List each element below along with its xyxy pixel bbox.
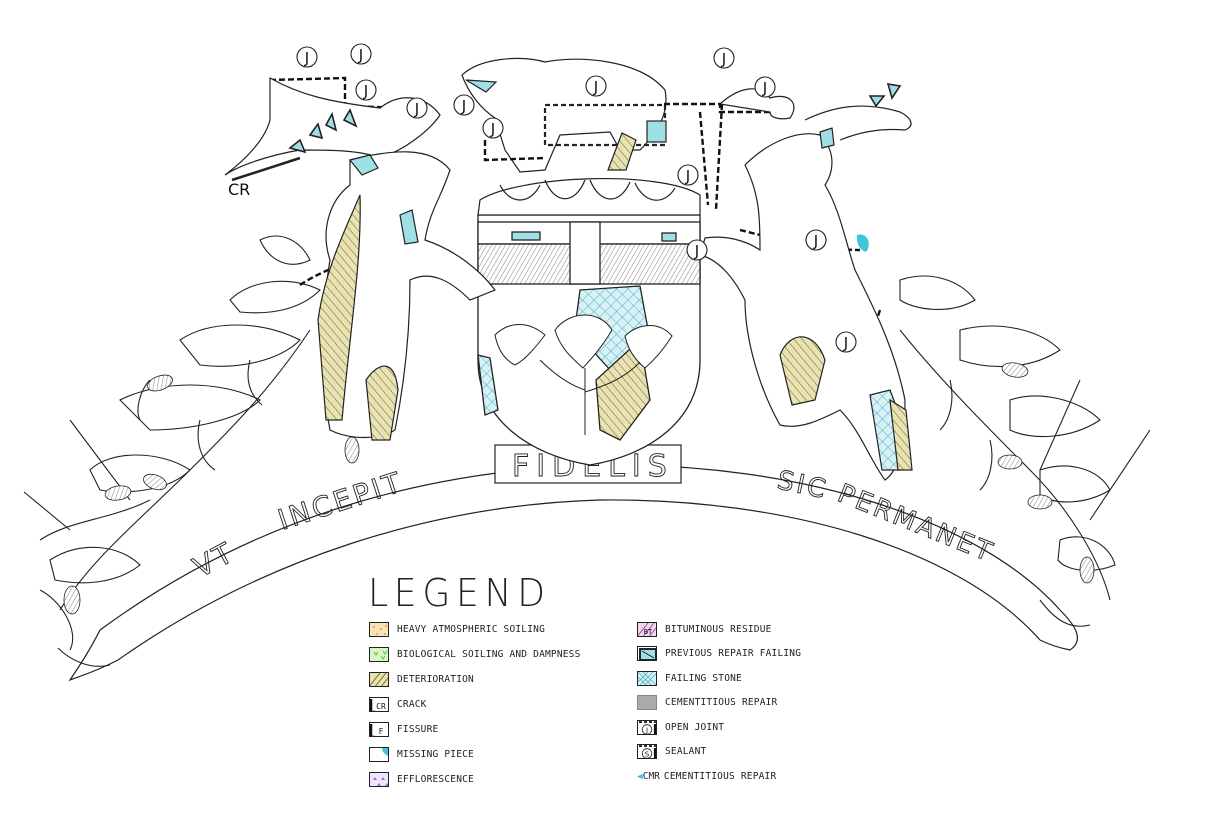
svg-text:J: J — [461, 97, 466, 115]
svg-text:CR: CR — [376, 702, 386, 711]
joint-marker: J — [805, 229, 827, 251]
joint-marker: J — [296, 46, 318, 68]
foliage-right — [899, 275, 1151, 627]
legend-swatch-bituminous-residue-icon: BT — [637, 621, 657, 637]
svg-text:BT: BT — [644, 628, 653, 636]
legend-item-heavy-atmospheric-soiling: HEAVY ATMOSPHERIC SOILING — [369, 620, 545, 638]
legend-item-efflorescence: EFFLORESCENCE — [369, 770, 474, 788]
legend-label: CEMENTITIOUS REPAIR — [665, 697, 778, 708]
legend-item-bituminous-residue: BT BITUMINOUS RESIDUE — [637, 620, 772, 638]
svg-text:J: J — [843, 334, 848, 352]
cmr-marker-icon: ◀CMR — [637, 770, 660, 782]
motto-sic: SIC — [775, 466, 831, 506]
legend-item-open-joint: J OPEN JOINT — [637, 718, 724, 736]
legend-swatch-missing-piece-icon — [369, 746, 389, 762]
joint-marker: J — [406, 97, 428, 119]
svg-text:J: J — [813, 232, 818, 250]
pine-cones — [63, 362, 1095, 615]
stag-right — [699, 83, 913, 481]
legend-label: CRACK — [397, 698, 427, 710]
svg-text:J: J — [490, 120, 495, 138]
legend-swatch-open-joint-icon: J — [637, 719, 657, 735]
svg-text:J: J — [593, 78, 598, 96]
svg-text:J: J — [685, 167, 690, 185]
legend-label: FAILING STONE — [665, 672, 742, 684]
joint-marker: J — [686, 239, 708, 261]
legend-label: PREVIOUS REPAIR FAILING — [665, 648, 802, 659]
svg-text:J: J — [414, 100, 419, 118]
legend-swatch-previous-repair-failing-icon — [637, 646, 657, 661]
stag-left — [224, 76, 496, 441]
svg-text:J: J — [645, 726, 648, 734]
svg-text:J: J — [304, 49, 309, 67]
legend-item-sealant: S SEALANT — [637, 743, 706, 761]
legend-label: FISSURE — [397, 723, 439, 735]
legend-swatch-heavy-atmospheric-soiling-icon — [369, 621, 389, 637]
legend-label: SEALANT — [665, 746, 707, 757]
legend-item-crack: CR CRACK — [369, 695, 427, 713]
svg-text:J: J — [762, 79, 767, 97]
legend-item-previous-repair-failing: PREVIOUS REPAIR FAILING — [637, 645, 801, 663]
legend-label: DETERIORATION — [397, 673, 474, 685]
svg-text:J: J — [363, 82, 368, 100]
joint-marker: J — [482, 117, 504, 139]
crack-annotation: CR — [228, 180, 251, 199]
svg-text:J: J — [694, 242, 699, 260]
legend-label: MISSING PIECE — [397, 748, 474, 760]
legend-swatch-crack-icon: CR — [369, 696, 389, 712]
legend-swatch-cementitious-repair-icon — [637, 695, 657, 710]
foliage-left — [23, 235, 321, 667]
shield — [477, 214, 701, 466]
joint-marker: J — [355, 79, 377, 101]
torse — [477, 177, 701, 216]
joint-marker: J — [350, 43, 372, 65]
legend-label: BITUMINOUS RESIDUE — [665, 623, 772, 635]
legend-title: LEGEND — [368, 571, 551, 615]
motto-incepit: INCEPIT — [274, 465, 408, 536]
legend-swatch-efflorescence-icon — [369, 771, 389, 787]
legend-item-cementitious-repair: CEMENTITIOUS REPAIR — [637, 694, 777, 712]
legend-swatch-fissure-icon: F — [369, 721, 389, 737]
legend-label: HEAVY ATMOSPHERIC SOILING — [397, 623, 545, 635]
legend-swatch-sealant-icon: S — [637, 744, 657, 759]
joint-marker: J — [585, 75, 607, 97]
legend-label: BIOLOGICAL SOILING AND DAMPNESS — [397, 648, 581, 660]
legend-swatch-biological-soiling-icon — [369, 646, 389, 662]
legend-item-missing-piece: MISSING PIECE — [369, 745, 474, 763]
legend-item-biological-soiling: BIOLOGICAL SOILING AND DAMPNESS — [369, 645, 581, 663]
legend-swatch-deterioration-icon — [369, 671, 389, 687]
joint-markers: J J J J J J J J J J J J J — [296, 43, 857, 353]
legend-item-fissure: F FISSURE — [369, 720, 438, 738]
bear-crest — [461, 57, 667, 173]
legend-item-failing-stone: FAILING STONE — [637, 669, 742, 687]
svg-text:J: J — [721, 50, 726, 68]
svg-text:F: F — [379, 727, 384, 736]
joint-marker: J — [754, 76, 776, 98]
svg-text:S: S — [645, 751, 650, 759]
joint-marker: J — [835, 331, 857, 353]
joint-marker: J — [677, 164, 699, 186]
joint-marker: J — [713, 47, 735, 69]
legend-label: CEMENTITIOUS REPAIR — [663, 770, 777, 782]
legend-item-deterioration: DETERIORATION — [369, 670, 474, 688]
legend-label: OPEN JOINT — [665, 721, 725, 733]
legend-label: EFFLORESCENCE — [397, 773, 474, 785]
joint-marker: J — [453, 94, 475, 116]
legend-swatch-failing-stone-icon — [637, 670, 657, 686]
svg-text:J: J — [358, 46, 363, 64]
motto-vt: VT — [188, 535, 241, 584]
